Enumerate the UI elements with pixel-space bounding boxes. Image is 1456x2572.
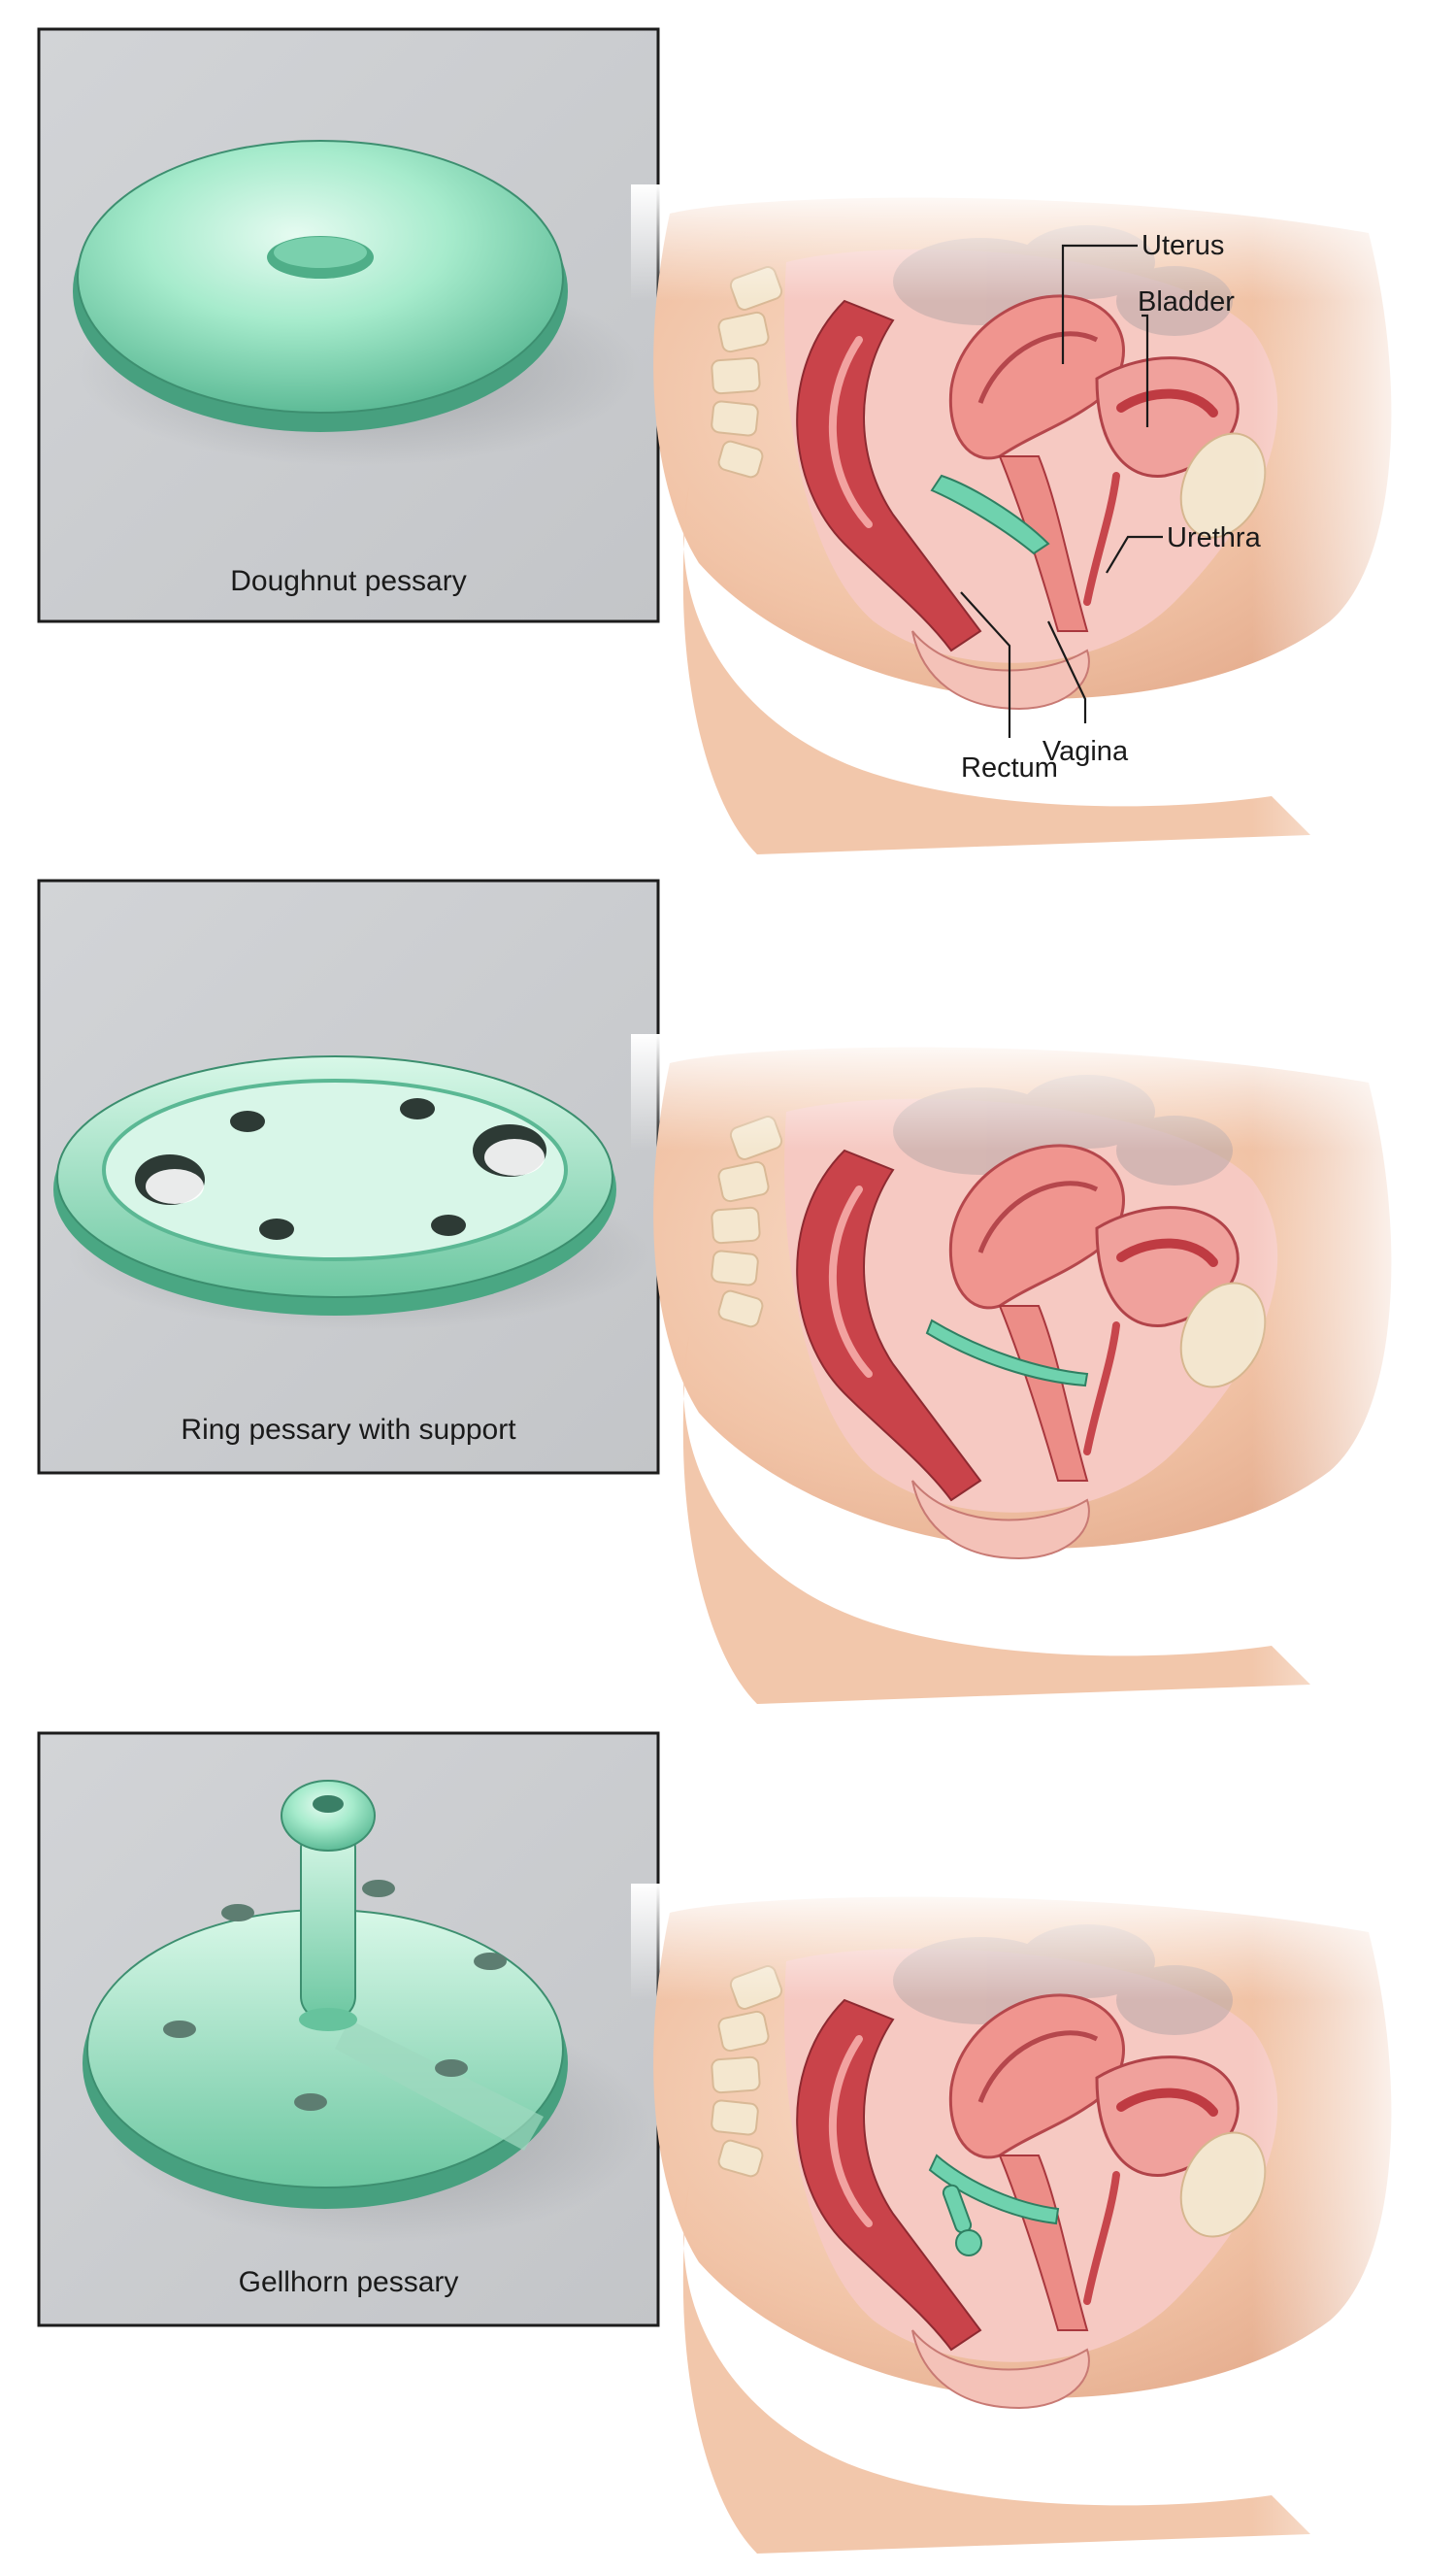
gellhorn-pessary-caption: Gellhorn pessary <box>239 2266 459 2298</box>
anatomy-callouts: Uterus Bladder Urethra Vagina Rectum <box>960 230 1262 784</box>
label-bladder: Bladder <box>1138 286 1235 317</box>
anatomy-cross-section-1 <box>631 184 1427 874</box>
ring-pessary-caption: Ring pessary with support <box>181 1414 516 1446</box>
label-urethra: Urethra <box>1167 522 1262 553</box>
gellhorn-pessary-panel: Gellhorn pessary <box>37 1731 660 2327</box>
doughnut-pessary-panel: Doughnut pessary <box>37 27 660 623</box>
label-uterus: Uterus <box>1142 230 1224 261</box>
ring-pessary-illustration <box>53 1055 616 1316</box>
inserted-gellhorn-pessary <box>928 2154 1060 2256</box>
label-rectum: Rectum <box>961 752 1058 784</box>
gellhorn-pessary-illustration <box>83 1780 568 2209</box>
inserted-ring-pessary <box>925 1319 1089 1387</box>
anatomy-cross-section-3 <box>631 1884 1427 2572</box>
ring-pessary-panel: Ring pessary with support <box>37 879 660 1475</box>
doughnut-pessary-illustration <box>73 140 568 432</box>
inserted-doughnut-pessary <box>930 474 1050 555</box>
anatomy-cross-section-2 <box>631 1034 1427 1723</box>
doughnut-pessary-caption: Doughnut pessary <box>230 565 467 597</box>
label-vagina: Vagina <box>1042 736 1129 767</box>
